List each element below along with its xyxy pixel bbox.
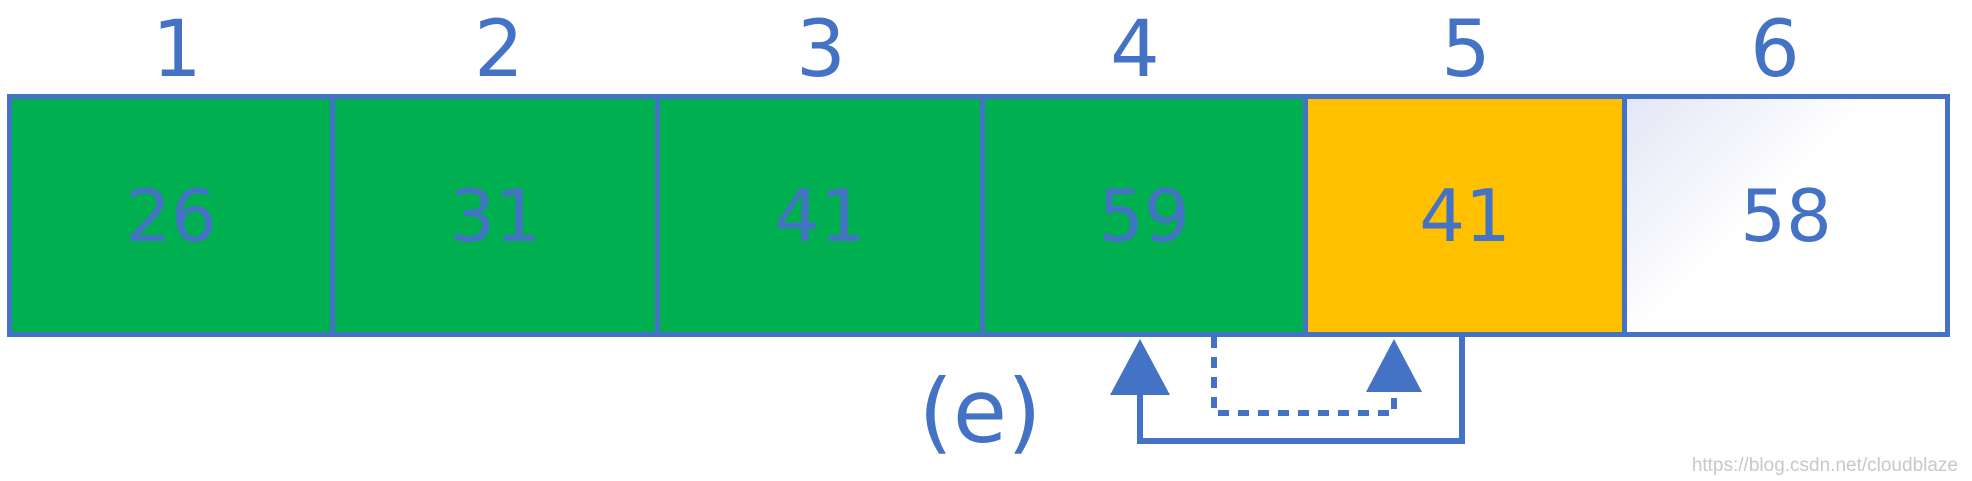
- index-label-6: 6: [1750, 5, 1800, 95]
- index-label-1: 1: [152, 5, 202, 95]
- cell-value: 58: [1740, 173, 1832, 258]
- array-cell-5: 41: [1303, 94, 1627, 337]
- dashed-arrow-head: [1366, 339, 1422, 392]
- index-label-3: 3: [796, 5, 846, 95]
- array-cell-6: 58: [1622, 94, 1950, 337]
- cell-value: 41: [774, 173, 866, 258]
- solid-arrow-head: [1110, 339, 1170, 395]
- array-cell-4: 59: [980, 94, 1308, 337]
- figure-caption: (e): [918, 360, 1042, 463]
- index-label-2: 2: [474, 5, 524, 95]
- cell-value: 59: [1098, 173, 1190, 258]
- cell-value: 26: [125, 173, 217, 258]
- solid-arrow-line: [1137, 337, 1465, 444]
- index-label-5: 5: [1441, 5, 1491, 95]
- index-label-4: 4: [1110, 5, 1160, 95]
- cell-value: 41: [1419, 173, 1511, 258]
- dashed-arrow-line: [1211, 337, 1397, 416]
- watermark: https://blog.csdn.net/cloudblaze: [1691, 455, 1958, 476]
- cell-value: 31: [449, 173, 541, 258]
- array-cell-3: 41: [655, 94, 985, 337]
